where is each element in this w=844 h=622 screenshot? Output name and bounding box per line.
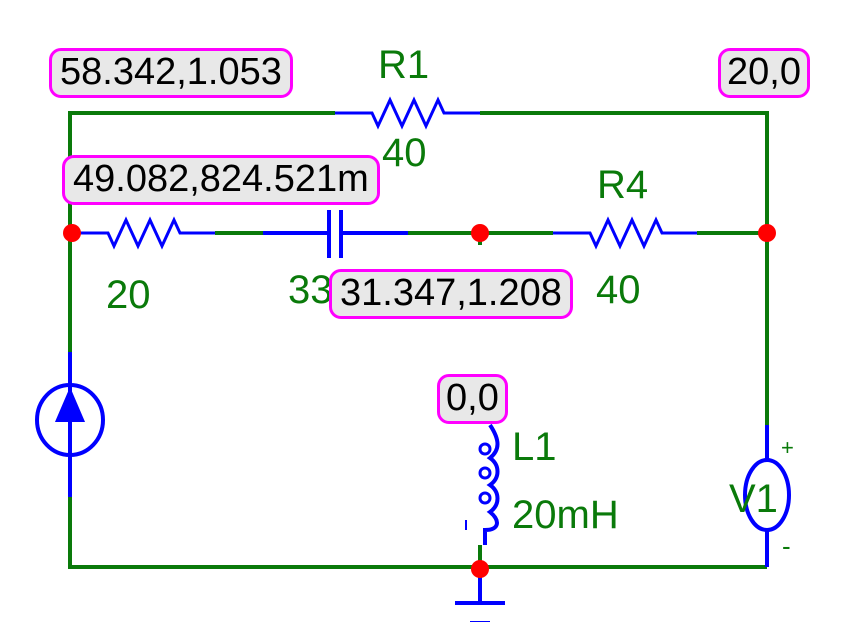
node-middle[interactable] xyxy=(471,224,489,242)
r1-value: 40 xyxy=(382,131,427,175)
probe-inductor[interactable]: 0,0 xyxy=(437,374,508,424)
r4-value: 40 xyxy=(596,268,641,312)
current-source[interactable] xyxy=(35,352,105,497)
r1-name: R1 xyxy=(378,43,429,87)
node-ground[interactable] xyxy=(471,560,489,578)
probe-top-left[interactable]: 58.342,1.053 xyxy=(49,48,293,98)
voltage-source-v1[interactable] xyxy=(743,425,791,567)
c1-value: 33 xyxy=(288,268,333,312)
resistor-r2[interactable] xyxy=(80,216,215,250)
node-right[interactable] xyxy=(758,224,776,242)
inductor-l1[interactable] xyxy=(465,423,500,545)
resistor-r4[interactable] xyxy=(553,216,697,250)
l1-name: L1 xyxy=(512,425,557,469)
resistor-r1[interactable] xyxy=(335,96,480,130)
v1-name: V1 xyxy=(729,477,778,521)
node-left[interactable] xyxy=(63,224,81,242)
r2-value: 20 xyxy=(106,273,151,317)
capacitor-c1[interactable] xyxy=(263,210,408,258)
probe-middle-left[interactable]: 49.082,824.521m xyxy=(62,155,380,205)
v1-plus: + xyxy=(781,435,794,460)
probe-top-right[interactable]: 20,0 xyxy=(718,48,810,98)
probe-middle-center[interactable]: 31.347,1.208 xyxy=(329,269,573,319)
l1-value: 20mH xyxy=(512,493,619,537)
v1-minus: - xyxy=(782,531,791,561)
r4-name: R4 xyxy=(597,163,648,207)
